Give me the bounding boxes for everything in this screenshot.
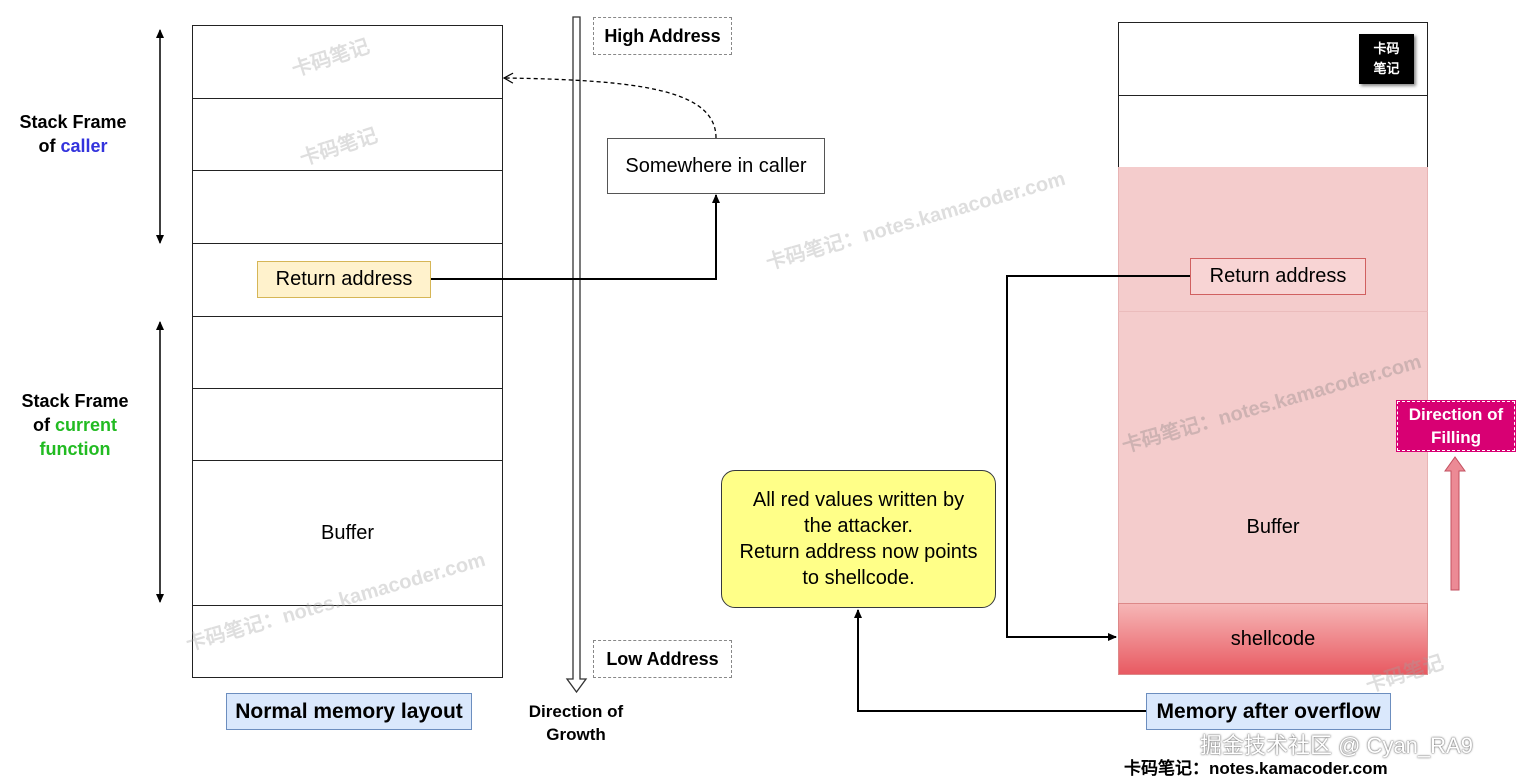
shellcode-label: shellcode — [1230, 627, 1316, 650]
current-of-text: of — [32, 415, 50, 435]
kama-logo-line2: 笔记 — [1373, 61, 1400, 76]
current-slot-2 — [192, 388, 503, 462]
caller-dashed-curve — [502, 72, 717, 139]
attacker-note: All red values written by the attacker. … — [721, 470, 996, 608]
note-line-1: All red values written by — [752, 489, 965, 511]
note-line-3: Return address now points — [739, 541, 978, 563]
somewhere-in-caller-label: Somewhere in caller — [625, 154, 807, 177]
normal-layout-caption: Normal memory layout — [226, 693, 472, 730]
growth-label: Direction of Growth — [506, 700, 646, 746]
caller-slot-1 — [192, 25, 503, 100]
shellcode-slot: shellcode — [1118, 603, 1428, 675]
growth-direction-arrow — [565, 16, 588, 694]
growth-label-line1: Direction of — [528, 702, 624, 721]
kama-logo-line1: 卡码 — [1373, 41, 1400, 56]
overflow-caption: Memory after overflow — [1146, 693, 1391, 730]
kama-logo: 卡码 笔记 — [1359, 34, 1414, 84]
filling-direction-box: Direction of Filling — [1396, 400, 1516, 452]
high-address-box: High Address — [593, 17, 732, 55]
left-return-address-label: Return address — [275, 268, 413, 290]
caller-frame-label-line2: of caller — [10, 134, 136, 158]
note-line-2: the attacker. — [804, 515, 913, 537]
left-return-address-box: Return address — [257, 261, 431, 298]
bottom-slot — [192, 605, 503, 678]
right-buffer-label: Buffer — [1246, 516, 1300, 538]
somewhere-in-caller-box: Somewhere in caller — [607, 138, 825, 194]
return-to-caller-connector — [431, 194, 720, 280]
low-address-box: Low Address — [593, 640, 732, 678]
caller-highlight-text: caller — [60, 136, 108, 156]
filling-label-line1: Direction of — [1408, 405, 1504, 424]
current-frame-label-line1: Stack Frame — [21, 391, 129, 411]
caller-slot-2 — [192, 98, 503, 172]
overflow-region — [1118, 167, 1428, 607]
right-return-address-box: Return address — [1190, 258, 1366, 295]
right-slot-2 — [1118, 95, 1428, 169]
buffer-slot: Buffer — [192, 460, 503, 607]
growth-label-line2: Growth — [546, 725, 606, 744]
current-highlight-text: current — [55, 415, 118, 435]
juejin-signature: 掘金技术社区 @ Cyan_RA9 — [1200, 733, 1473, 758]
right-return-address-label: Return address — [1209, 265, 1347, 287]
high-address-label: High Address — [604, 25, 721, 46]
filling-direction-arrow — [1444, 456, 1466, 591]
function-highlight-text: function — [39, 439, 111, 459]
current-slot-1 — [192, 316, 503, 390]
caller-frame-label-line1: Stack Frame — [19, 112, 127, 132]
overflow-divider-1 — [1118, 311, 1428, 312]
caption-to-note-connector — [854, 609, 1146, 712]
caller-frame-label: Stack Frame of caller — [10, 110, 136, 158]
low-address-label: Low Address — [606, 648, 719, 669]
site-footer: 卡码笔记：notes.kamacoder.com — [1124, 759, 1388, 778]
left-buffer-label: Buffer — [321, 522, 374, 544]
current-frame-label-line2: of current — [12, 413, 138, 437]
normal-layout-caption-text: Normal memory layout — [235, 699, 463, 723]
overflow-caption-text: Memory after overflow — [1156, 699, 1381, 723]
return-to-shellcode-connector — [1006, 275, 1190, 641]
filling-label-line2: Filling — [1430, 428, 1482, 447]
current-frame-label: Stack Frame of current function — [12, 389, 138, 461]
note-line-4: to shellcode. — [802, 567, 915, 589]
caller-of-text: of — [38, 136, 56, 156]
